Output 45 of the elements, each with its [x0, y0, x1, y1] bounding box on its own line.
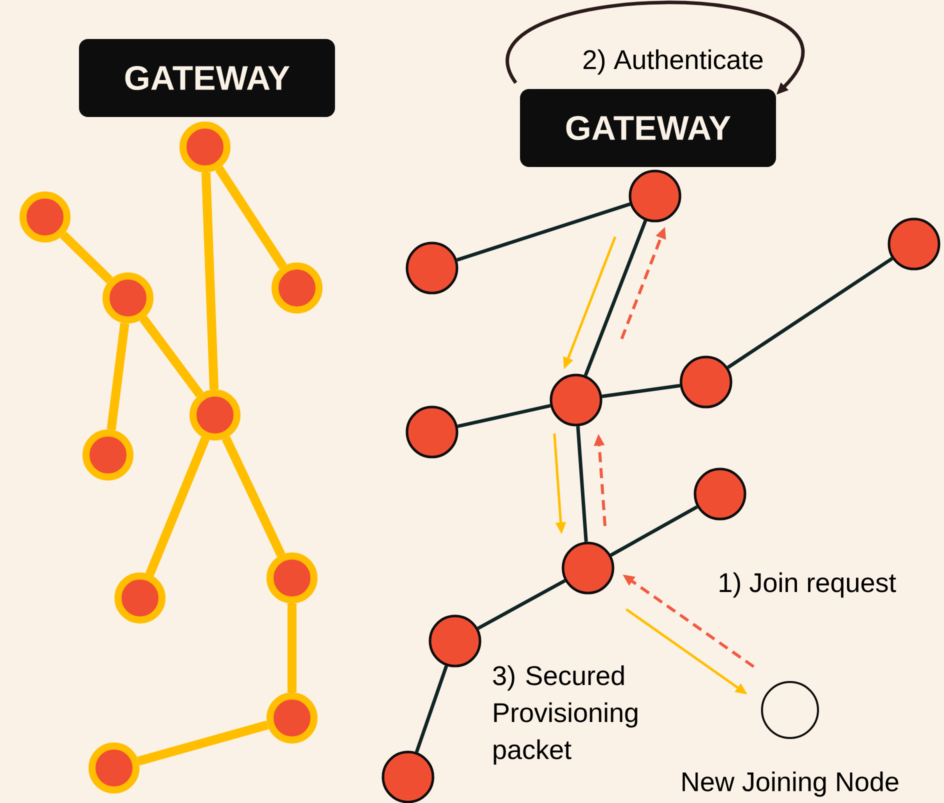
link-line [584, 220, 648, 376]
link-line [456, 202, 631, 262]
mesh-node [20, 192, 70, 242]
mesh-node [694, 468, 746, 520]
mesh-node [562, 542, 614, 594]
node-caption: New Joining Node [682, 772, 898, 797]
mesh-node [272, 262, 322, 314]
mesh-node [180, 122, 230, 172]
mesh-node [428, 614, 482, 668]
mesh-node [680, 356, 732, 408]
link-line [137, 720, 269, 766]
link-line [222, 436, 286, 557]
edge-label: 1) Join request [720, 572, 896, 598]
joining-node [761, 681, 819, 739]
edge-label: 3) Secured Provisioning packet [493, 665, 638, 765]
link-line [288, 604, 296, 692]
mesh-node [266, 552, 318, 604]
link-line [477, 579, 566, 630]
mesh-node [628, 170, 682, 222]
link-line [146, 436, 210, 576]
mesh-node [266, 692, 318, 744]
gateway-box: GATEWAY [79, 39, 335, 117]
link-line [215, 166, 287, 270]
mesh-node [406, 242, 458, 294]
mesh-node [114, 572, 166, 624]
link-line [602, 384, 680, 398]
link-line [457, 404, 551, 428]
mesh-node [888, 218, 940, 270]
gateway-box: GATEWAY [520, 89, 776, 167]
mesh-node [190, 390, 240, 440]
edge-label: 2) Authenticate [584, 49, 763, 75]
link-line [106, 322, 130, 430]
mesh-node [82, 430, 134, 480]
mesh-node [88, 742, 140, 794]
link-line [201, 172, 219, 390]
link-line [726, 257, 894, 369]
link-line [414, 665, 448, 753]
mesh-node [102, 272, 154, 324]
mesh-node [382, 750, 434, 803]
link-line [60, 232, 113, 284]
mesh-node [550, 374, 602, 426]
link-line [576, 426, 588, 542]
link-line [140, 316, 204, 398]
link-line [610, 505, 698, 557]
mesh-node [406, 406, 458, 458]
